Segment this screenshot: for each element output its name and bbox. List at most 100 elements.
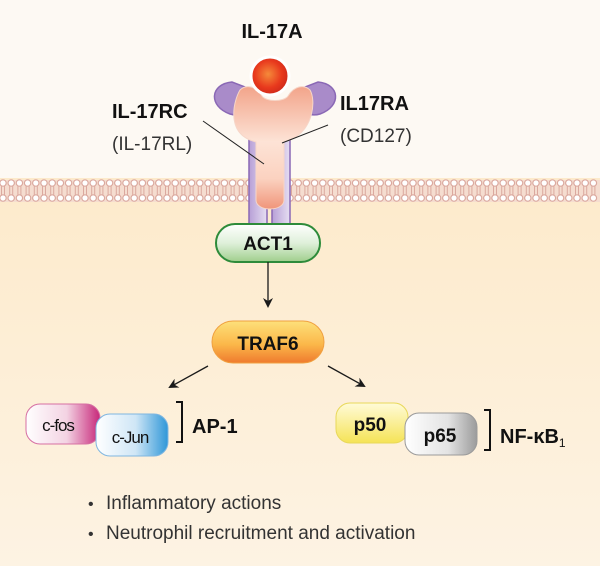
lipid-head bbox=[155, 194, 163, 202]
il17rc-leader-line bbox=[202, 120, 265, 165]
lipid-head bbox=[23, 179, 32, 187]
lipid-head bbox=[97, 194, 106, 202]
lipid-head bbox=[425, 179, 434, 187]
lipid-head bbox=[376, 194, 385, 202]
nfkb-label: NF-κB1 bbox=[500, 426, 566, 450]
lipid-head bbox=[204, 194, 212, 202]
lipid-head bbox=[474, 179, 483, 187]
lipid-head bbox=[499, 194, 508, 202]
lipid-head bbox=[294, 179, 303, 187]
act1-label: ACT1 bbox=[243, 234, 293, 255]
il17a-label: IL-17A bbox=[241, 21, 302, 43]
p65-subunit bbox=[404, 412, 478, 456]
lipid-head bbox=[204, 179, 212, 187]
lipid-head bbox=[417, 194, 426, 202]
lipid-head bbox=[187, 194, 196, 202]
lipid-head bbox=[48, 179, 57, 187]
lipid-head bbox=[392, 179, 401, 187]
lipid-head bbox=[89, 179, 98, 187]
lipid-head bbox=[31, 194, 40, 202]
lipid-head bbox=[466, 194, 475, 202]
lipid-head bbox=[302, 194, 311, 202]
lipid-head bbox=[564, 194, 573, 202]
lipid-head bbox=[368, 179, 376, 187]
lipid-head bbox=[351, 194, 360, 202]
nfkb-bracket bbox=[484, 409, 491, 451]
lipid-head bbox=[40, 194, 48, 202]
lipid-head bbox=[474, 194, 483, 202]
il17a-ligand bbox=[249, 55, 291, 97]
il17ra-name: IL17RA bbox=[340, 93, 409, 115]
ap1-complex: c-fos c-Jun AP-1 bbox=[25, 401, 238, 457]
lipid-head bbox=[179, 194, 188, 202]
lipid-head bbox=[532, 194, 540, 202]
lipid-head bbox=[64, 194, 73, 202]
lipid-head bbox=[220, 194, 229, 202]
lipid-head bbox=[228, 194, 237, 202]
lipid-head bbox=[0, 179, 7, 187]
lipid-head bbox=[433, 179, 442, 187]
traf6-label: TRAF6 bbox=[237, 334, 298, 355]
lipid-head bbox=[130, 194, 139, 202]
lipid-head bbox=[7, 194, 16, 202]
c-jun-label: c-Jun bbox=[112, 428, 149, 447]
lipid-head bbox=[15, 194, 24, 202]
lipid-head bbox=[81, 194, 89, 202]
lipid-head bbox=[212, 179, 221, 187]
lipid-head bbox=[441, 194, 450, 202]
lipid-head bbox=[56, 179, 65, 187]
lipid-head bbox=[187, 179, 196, 187]
lipid-head bbox=[376, 179, 385, 187]
lipid-head bbox=[105, 194, 114, 202]
lipid-head bbox=[31, 179, 40, 187]
lipid-head bbox=[318, 179, 327, 187]
lipid-head bbox=[97, 179, 106, 187]
lipid-head bbox=[73, 179, 81, 187]
lipid-head bbox=[359, 179, 368, 187]
lipid-head bbox=[581, 194, 590, 202]
lipid-head bbox=[318, 194, 327, 202]
lipid-head bbox=[392, 194, 401, 202]
lipid-head bbox=[523, 179, 532, 187]
lipid-head bbox=[458, 194, 467, 202]
outcome-bullet: • bbox=[88, 526, 94, 543]
lipid-head bbox=[155, 179, 163, 187]
lipid-head bbox=[327, 194, 335, 202]
lipid-head bbox=[302, 179, 311, 187]
lipid-head bbox=[581, 179, 590, 187]
lipid-head bbox=[532, 179, 540, 187]
lipid-head bbox=[548, 179, 557, 187]
lipid-head bbox=[523, 194, 532, 202]
lipid-head bbox=[573, 194, 581, 202]
lipid-head bbox=[294, 194, 303, 202]
p65-label: p65 bbox=[424, 426, 457, 447]
lipid-head bbox=[171, 179, 180, 187]
lipid-head bbox=[450, 179, 458, 187]
act1-node: ACT1 bbox=[215, 223, 321, 263]
lipid-head bbox=[237, 179, 245, 187]
lipid-head bbox=[351, 179, 360, 187]
lipid-head bbox=[359, 194, 368, 202]
c-jun-subunit bbox=[95, 413, 169, 457]
lipid-head bbox=[507, 179, 516, 187]
il17rc-name: IL-17RC bbox=[112, 101, 188, 123]
outcomes-list: • Inflammatory actions • Neutrophil recr… bbox=[88, 493, 415, 544]
lipid-head bbox=[400, 179, 409, 187]
lipid-head bbox=[81, 179, 89, 187]
lipid-head bbox=[466, 179, 475, 187]
lipid-head bbox=[138, 194, 147, 202]
lipid-head bbox=[48, 194, 57, 202]
lipid-head bbox=[425, 194, 434, 202]
lipid-head bbox=[146, 194, 155, 202]
lipid-head bbox=[556, 179, 565, 187]
il17rc-receptor bbox=[233, 86, 314, 210]
lipid-head bbox=[212, 194, 221, 202]
lipid-head bbox=[548, 194, 557, 202]
lipid-head bbox=[196, 194, 204, 202]
lipid-head bbox=[409, 179, 417, 187]
il17ra-leader-line bbox=[281, 124, 329, 144]
lipid-head bbox=[114, 194, 122, 202]
lipid-head bbox=[114, 179, 122, 187]
lipid-head bbox=[335, 179, 344, 187]
lipid-head bbox=[163, 179, 171, 187]
